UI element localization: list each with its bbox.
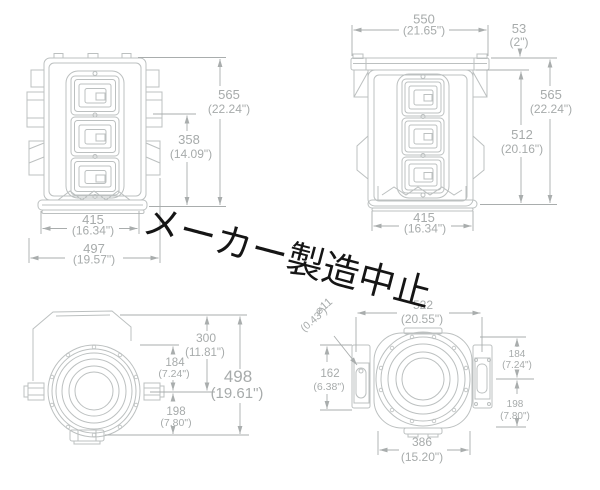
heatsink-module xyxy=(70,75,120,116)
dim-386-in: (15.20") xyxy=(401,450,443,464)
dim-565b-mm: 565 xyxy=(540,87,562,102)
dim-498-in: (19.61") xyxy=(211,385,264,402)
dim-522-mm: 522 xyxy=(413,298,433,312)
yoke-bracket-left xyxy=(26,69,45,176)
dim-522-in: (20.55") xyxy=(401,312,443,326)
dim-386-mm: 386 xyxy=(412,435,432,449)
mount-bracket-right xyxy=(472,344,493,409)
dim-497-mm: 497 xyxy=(83,241,105,256)
dim-53-in: (2") xyxy=(510,35,529,49)
dim-512-mm: 512 xyxy=(511,127,533,142)
yoke-bracket-right xyxy=(145,69,163,176)
dim-415-in: (16.34") xyxy=(72,224,114,238)
heatsink-module xyxy=(401,156,445,194)
bezel-bolts xyxy=(378,334,469,424)
dim-198r-in: (7.80") xyxy=(500,411,530,422)
bezel-bolts xyxy=(49,344,139,438)
dim-198-mm: 198 xyxy=(166,406,185,418)
dim-184-mm: 184 xyxy=(165,357,185,369)
dim-300-in: (11.81") xyxy=(185,347,225,359)
dim-497-in: (19.57") xyxy=(73,253,115,267)
dim-53-mm: 53 xyxy=(512,21,526,36)
lens xyxy=(68,365,120,417)
dim-358-mm: 358 xyxy=(178,132,200,147)
pivot-pin-left xyxy=(23,382,45,401)
heatsink-module xyxy=(70,116,120,157)
dim-300-mm: 300 xyxy=(196,331,216,345)
dim-184r-in: (7.24") xyxy=(502,360,532,371)
front-bracket-view-drawing xyxy=(351,327,493,438)
dim-415b-mm: 415 xyxy=(413,210,435,225)
lens xyxy=(395,351,451,407)
rear-view-dimensions: 565 (22.24") 358 (14.09") 415 (16.34") 4… xyxy=(28,57,250,267)
mount-bracket-left xyxy=(351,344,371,409)
rear-view-drawing xyxy=(26,53,163,214)
dim-184r-mm: 184 xyxy=(509,349,526,360)
dim-358-in: (14.09") xyxy=(170,147,212,161)
dim-162-mm: 162 xyxy=(320,368,339,380)
dim-162-in: (6.38") xyxy=(313,381,344,393)
dim-198r-mm: 198 xyxy=(507,399,524,410)
heatsink-module xyxy=(401,78,445,117)
dim-415-mm: 415 xyxy=(82,212,104,227)
dim-550-mm: 550 xyxy=(413,12,435,27)
heatsink-module xyxy=(70,157,120,196)
heatsink-module xyxy=(401,117,445,156)
dim-565b-in: (22.24") xyxy=(530,102,572,116)
dim-550-in: (21.65") xyxy=(403,24,445,38)
dim-198-in: (7.80") xyxy=(160,417,191,429)
front-view-drawing xyxy=(23,310,165,445)
dim-184-in: (7.24") xyxy=(158,368,189,380)
dim-498-mm: 498 xyxy=(224,367,252,386)
pivot-pin-right xyxy=(143,382,165,401)
dim-565-mm: 565 xyxy=(218,87,240,102)
dim-565-in: (22.24") xyxy=(208,102,250,116)
dim-415b-in: (16.34") xyxy=(404,222,446,236)
front-bracket-view-dimensions: 522 (20.55") ⌀11 (0.43") 162 (6.38") 184… xyxy=(298,296,534,464)
rear-housing-outline xyxy=(32,310,132,381)
rear-flange-view-dimensions: 550 (21.65") 53 (2") 512 (20.16") 565 (2… xyxy=(351,12,572,236)
dim-512-in: (20.16") xyxy=(501,142,543,156)
rear-flange-view-drawing xyxy=(350,53,490,212)
bottom-bracket xyxy=(69,429,105,445)
mount-hole xyxy=(358,368,364,374)
front-view-dimensions: 300 (11.81") 184 (7.24") 198 (7.80") 498… xyxy=(105,314,264,436)
